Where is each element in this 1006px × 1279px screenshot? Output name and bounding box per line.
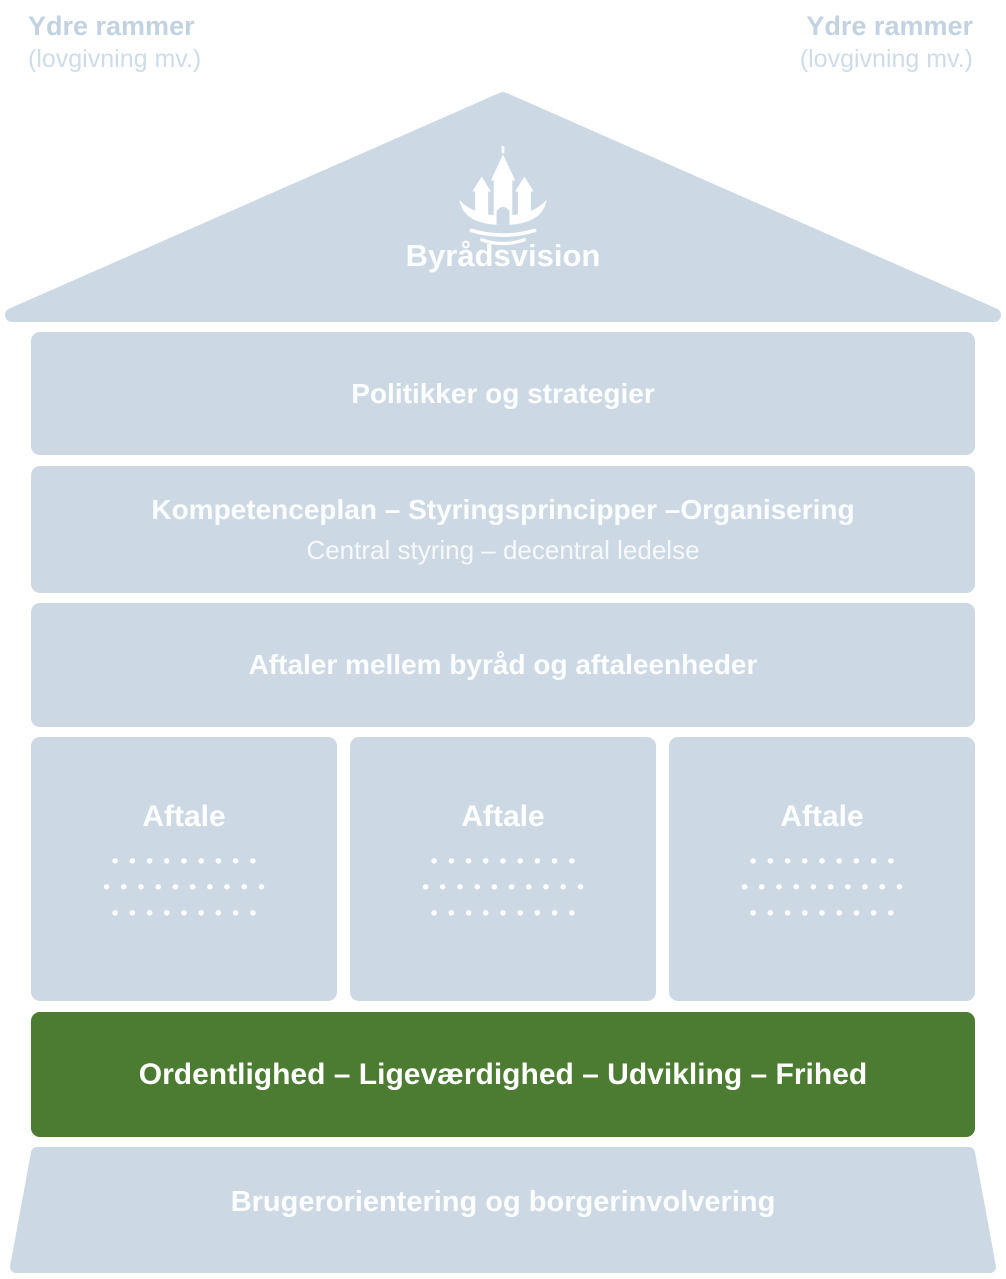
outer-frame-subtitle: (lovgivning mv.) — [799, 44, 973, 73]
aftale-box-2: Aftale ••••••••• •••••••••• ••••••••• — [350, 737, 656, 1001]
row-title: Ordentlighed – Ligeværdighed – Udvikling… — [138, 1057, 868, 1091]
aftale-title: Aftale — [780, 800, 864, 833]
roof-title: Byrådsvision — [405, 238, 601, 273]
dot-row: ••••••••• — [428, 903, 584, 925]
aftale-title: Aftale — [142, 800, 226, 833]
dot-row: •••••••••• — [419, 877, 593, 899]
row-aftaler: Aftaler mellem byråd og aftaleenheder — [31, 603, 975, 727]
city-crest-icon — [459, 146, 547, 246]
dotted-placeholder: ••••••••• •••••••••• ••••••••• — [95, 849, 273, 927]
base-plinth — [10, 1147, 996, 1273]
dotted-placeholder: ••••••••• •••••••••• ••••••••• — [733, 849, 911, 927]
aftale-boxes-row: Aftale ••••••••• •••••••••• ••••••••• Af… — [31, 737, 975, 1001]
outer-frame-title: Ydre rammer — [28, 11, 195, 41]
dot-row: •••••••••• — [100, 877, 274, 899]
outer-frame-subtitle: (lovgivning mv.) — [28, 44, 202, 73]
base-title: Brugerorientering og borgerinvolvering — [230, 1186, 776, 1218]
dot-row: ••••••••• — [109, 903, 265, 925]
dot-row: •••••••••• — [738, 877, 912, 899]
row-subtitle: Central styring – decentral ledelse — [306, 534, 700, 565]
row-politics-strategies: Politikker og strategier — [31, 332, 975, 455]
dotted-placeholder: ••••••••• •••••••••• ••••••••• — [414, 849, 592, 927]
dot-row: ••••••••• — [747, 851, 903, 873]
row-kompetenceplan: Kompetenceplan – Styringsprincipper –Org… — [31, 466, 975, 593]
aftale-box-1: Aftale ••••••••• •••••••••• ••••••••• — [31, 737, 337, 1001]
aftale-box-3: Aftale ••••••••• •••••••••• ••••••••• — [669, 737, 975, 1001]
row-title: Politikker og strategier — [351, 377, 655, 409]
row-core-values: Ordentlighed – Ligeværdighed – Udvikling… — [31, 1012, 975, 1137]
dot-row: ••••••••• — [747, 903, 903, 925]
outer-frame-label-right: Ydre rammer (lovgivning mv.) — [800, 10, 973, 75]
row-title: Aftaler mellem byråd og aftaleenheder — [248, 649, 758, 680]
outer-frame-label-left: Ydre rammer (lovgivning mv.) — [28, 10, 201, 75]
aftale-title: Aftale — [461, 800, 545, 833]
row-title: Kompetenceplan – Styringsprincipper –Org… — [151, 493, 855, 525]
outer-frame-title: Ydre rammer — [806, 11, 973, 41]
dot-row: ••••••••• — [428, 851, 584, 873]
dot-row: ••••••••• — [109, 851, 265, 873]
